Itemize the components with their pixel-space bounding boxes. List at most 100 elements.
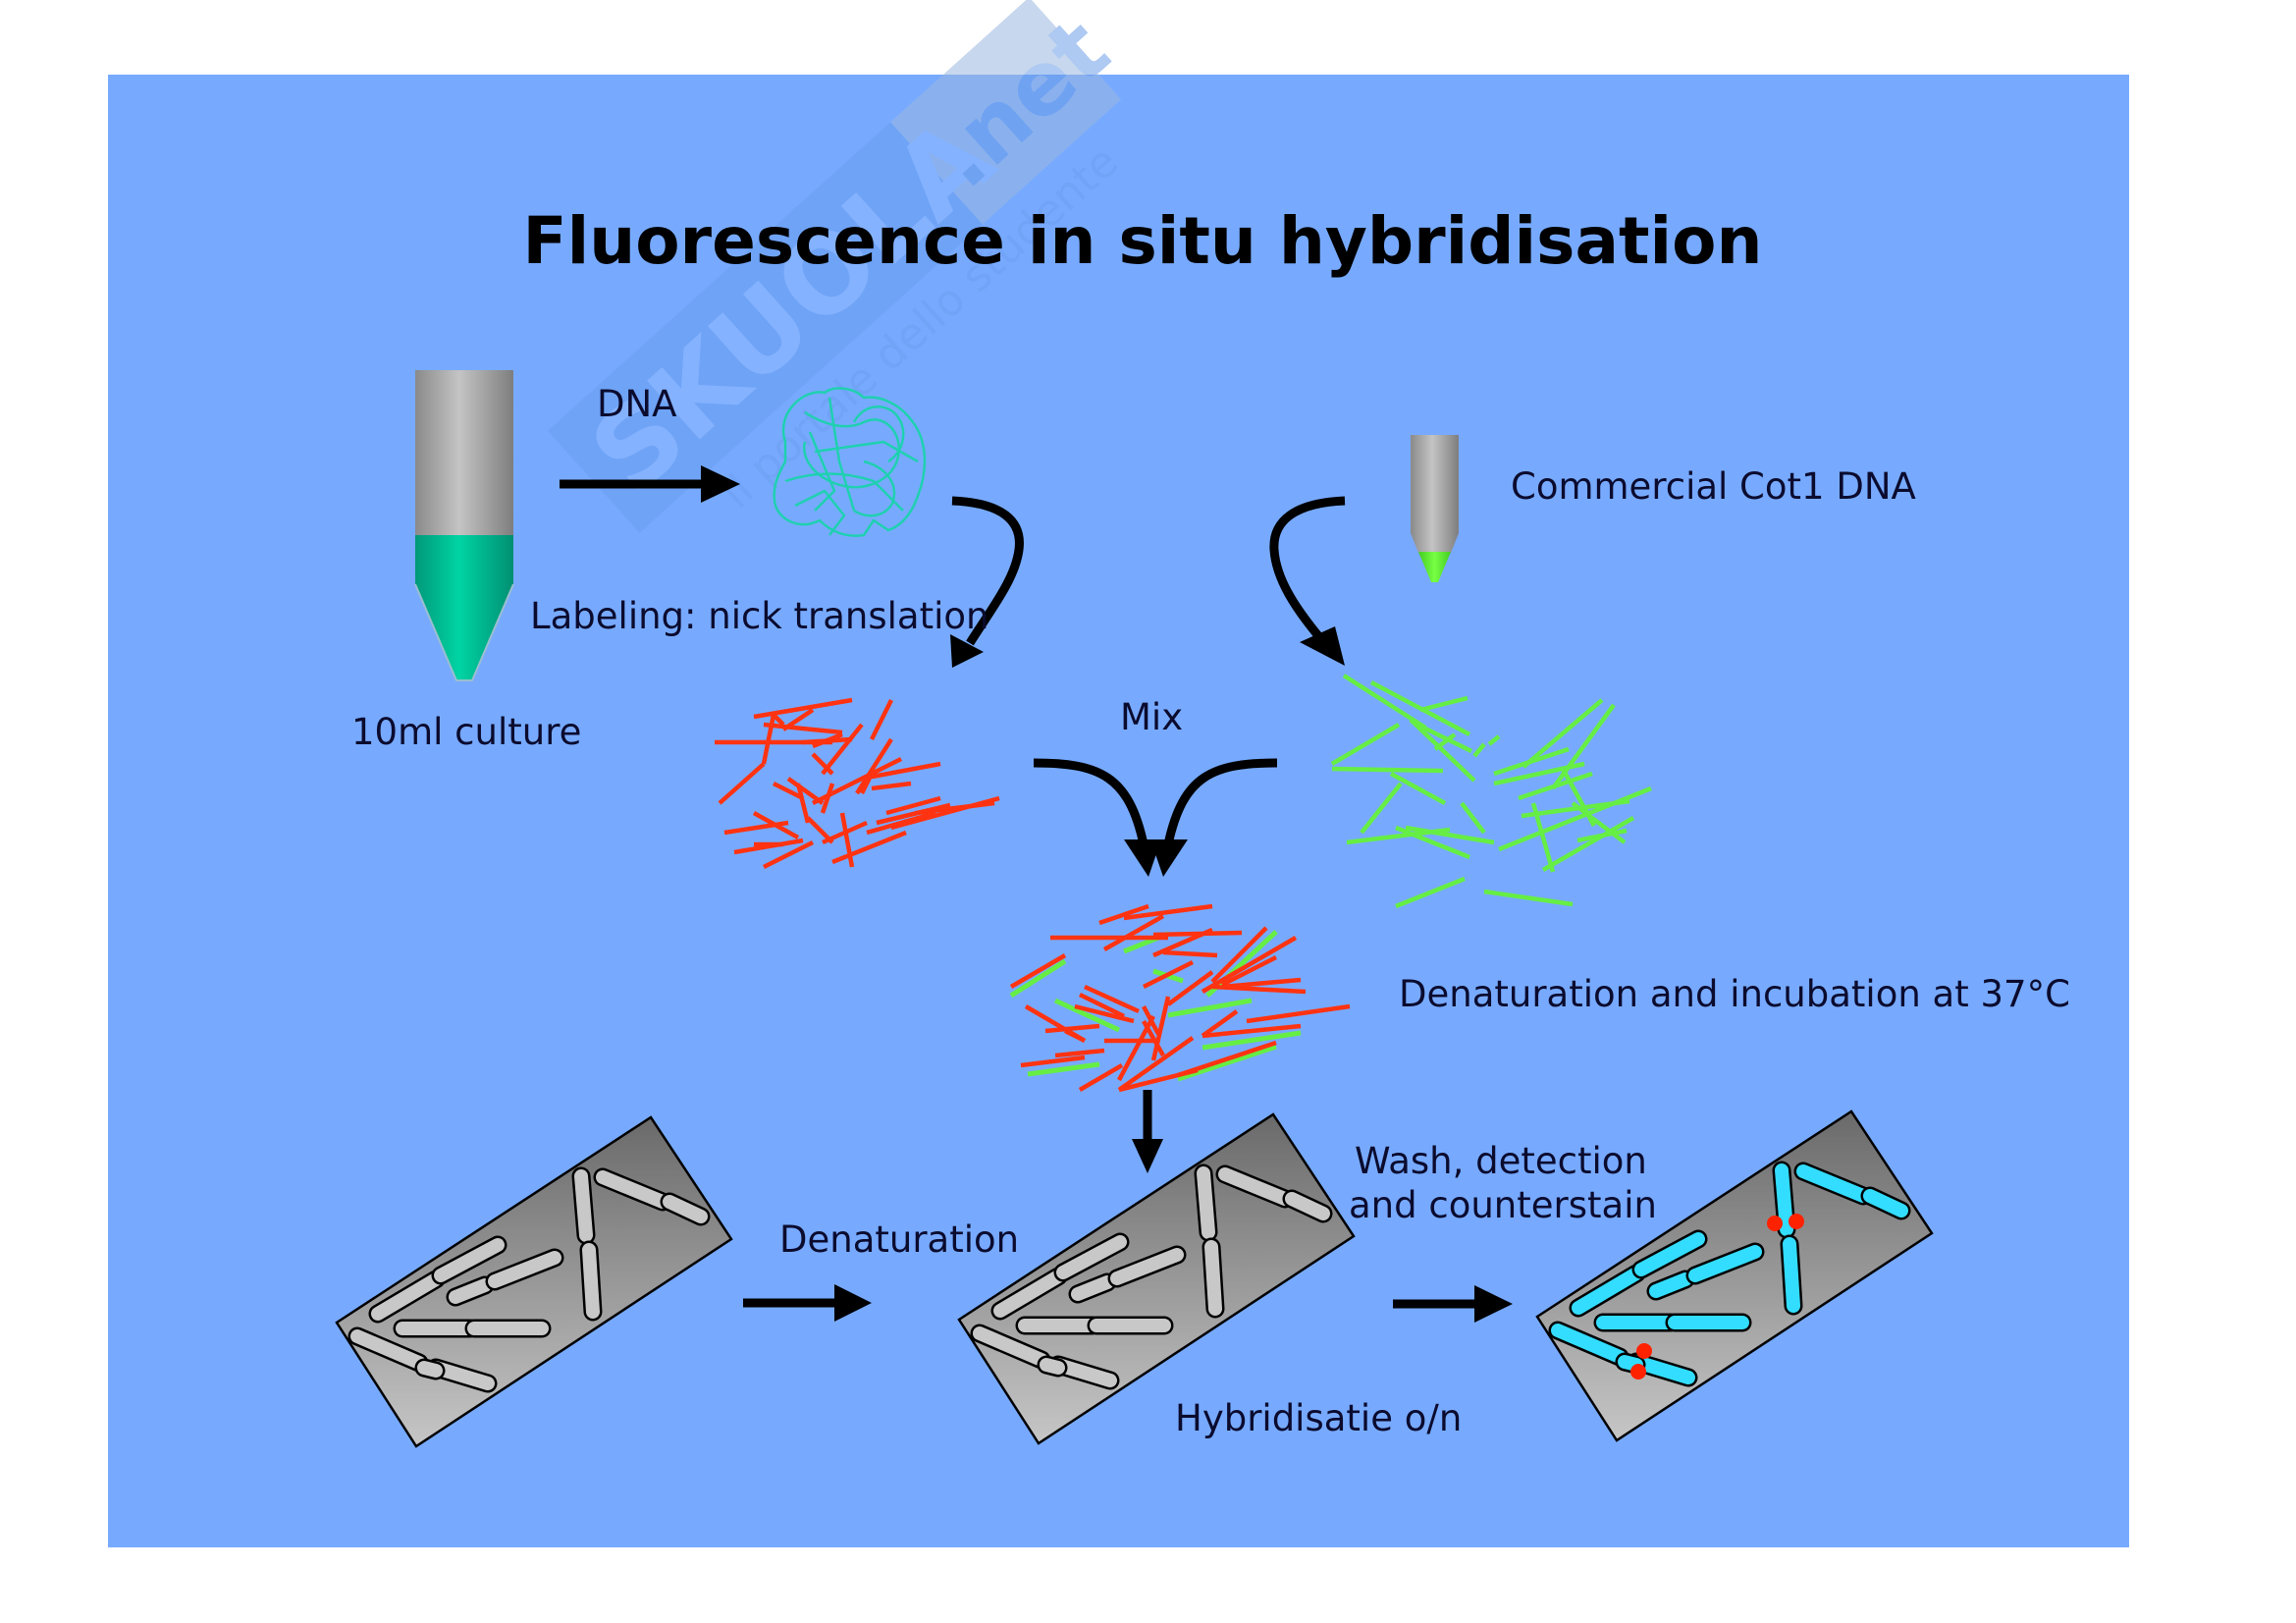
- dna-strand: [839, 812, 855, 868]
- dna-strand: [1221, 977, 1302, 990]
- hybridisation-label: Hybridisatie o/n: [1175, 1397, 1462, 1439]
- cot1-tube-body: [1411, 435, 1459, 533]
- chromosome: [1863, 1189, 1908, 1217]
- glass-slide-hybridising: [957, 1112, 1356, 1445]
- chromosome: [488, 1251, 561, 1288]
- dna-strand: [1522, 698, 1604, 769]
- labeled-probe-cluster: [715, 697, 1000, 870]
- dna-strand: [1472, 742, 1486, 758]
- dna-strand: [1027, 1061, 1100, 1077]
- chromosome: [1649, 1272, 1692, 1298]
- dna-strand: [1079, 992, 1125, 1019]
- mix-label: Mix: [1120, 696, 1183, 738]
- dna-strand: [1166, 970, 1214, 1006]
- dna-strand: [1054, 1048, 1105, 1058]
- dna-strand: [795, 783, 811, 824]
- arrow-denaturation: [743, 1284, 872, 1322]
- arrow-to-slide: [1132, 1090, 1163, 1173]
- dna-strand: [1483, 889, 1574, 907]
- culture-tube: [414, 370, 514, 681]
- dna-strand: [1210, 926, 1268, 984]
- dna-strand: [1053, 998, 1121, 1033]
- dna-strand: [1177, 1044, 1277, 1082]
- chromosome: [1775, 1163, 1793, 1236]
- dna-strand: [1152, 930, 1243, 938]
- wash-detection-label-line1: Wash, detection: [1355, 1140, 1647, 1182]
- dna-strand: [1142, 959, 1195, 990]
- dna-strand: [753, 697, 853, 720]
- dna-strand: [1498, 785, 1652, 852]
- chromosome: [973, 1326, 1048, 1367]
- dna-strand: [761, 714, 776, 765]
- dna-strand: [1518, 771, 1593, 801]
- chromosome: [1204, 1240, 1222, 1316]
- chromosome: [1551, 1324, 1627, 1364]
- dna-strand: [831, 830, 907, 865]
- mixed-probe-cluster: [1009, 903, 1351, 1093]
- fish-signal-dot: [1630, 1364, 1646, 1380]
- dna-strand: [763, 722, 843, 735]
- dna-strand: [812, 731, 843, 749]
- arrow-mix-left: [1033, 758, 1161, 877]
- fish-signal-dot: [1767, 1216, 1783, 1231]
- chromosome: [350, 1329, 426, 1370]
- chromosome: [449, 1278, 492, 1304]
- dna-strand: [1571, 801, 1627, 844]
- dna-strand: [869, 698, 894, 741]
- cot1-label: Commercial Cot1 DNA: [1511, 465, 1916, 508]
- dna-strand: [885, 795, 941, 816]
- labeling-label: Labeling: nick translation: [530, 595, 988, 637]
- arrow-mix-right: [1150, 758, 1278, 877]
- dna-strand: [1150, 996, 1171, 1061]
- dna-strand: [1487, 734, 1501, 746]
- chromosome: [371, 1272, 443, 1321]
- chromosome: [1688, 1245, 1762, 1282]
- cot1-dna-cluster: [1330, 674, 1652, 909]
- dna-strand: [866, 810, 936, 836]
- dna-strand: [1177, 1040, 1277, 1078]
- dna-strand: [762, 839, 815, 870]
- dna-strand: [1162, 949, 1218, 958]
- chromosome: [1071, 1275, 1114, 1301]
- dna-strand: [772, 781, 805, 801]
- dna-strand: [1395, 825, 1470, 860]
- dna-strand: [1078, 1063, 1124, 1092]
- chromosome: [1618, 1355, 1643, 1372]
- dna-strand: [1331, 766, 1444, 774]
- wash-detection-label-line2: and counterstain: [1349, 1184, 1657, 1226]
- chromosome: [574, 1169, 593, 1242]
- glass-slide-untreated: [335, 1115, 733, 1448]
- dna-strand: [1098, 903, 1149, 926]
- dna-strand: [1152, 927, 1213, 958]
- tube-body: [415, 370, 513, 537]
- dna-strand: [1530, 802, 1556, 873]
- arrow-labeling: [950, 496, 1024, 668]
- glass-slide-stained: [1535, 1109, 1934, 1442]
- dna-strand: [1541, 816, 1635, 872]
- dna-strand: [1405, 825, 1495, 845]
- arrow-wash: [1393, 1285, 1513, 1323]
- dna-strand: [1419, 695, 1468, 713]
- dna-strand: [821, 723, 864, 776]
- chromosome: [1056, 1235, 1127, 1279]
- dna-strand: [1117, 1036, 1195, 1092]
- chromosome: [993, 1270, 1065, 1318]
- dna-strand: [1074, 1003, 1135, 1024]
- dna-strand: [1044, 1023, 1100, 1034]
- dna-label: DNA: [597, 383, 676, 425]
- dna-strand: [1389, 772, 1447, 805]
- dna-strand: [1551, 703, 1616, 790]
- chromosome: [582, 1243, 600, 1319]
- dna-strand: [806, 816, 834, 844]
- dna-strand: [855, 737, 893, 795]
- tube-liquid: [415, 535, 513, 680]
- dna-strand: [1460, 801, 1486, 835]
- dna-strand: [1422, 725, 1472, 754]
- chromosome: [1110, 1248, 1184, 1285]
- dna-strand: [772, 713, 785, 727]
- fish-signal-dot: [1789, 1214, 1804, 1229]
- dna-strand: [1167, 998, 1253, 1018]
- dna-strand: [1360, 782, 1403, 835]
- dna-strand: [1201, 1030, 1302, 1051]
- dna-strand: [1201, 1023, 1302, 1039]
